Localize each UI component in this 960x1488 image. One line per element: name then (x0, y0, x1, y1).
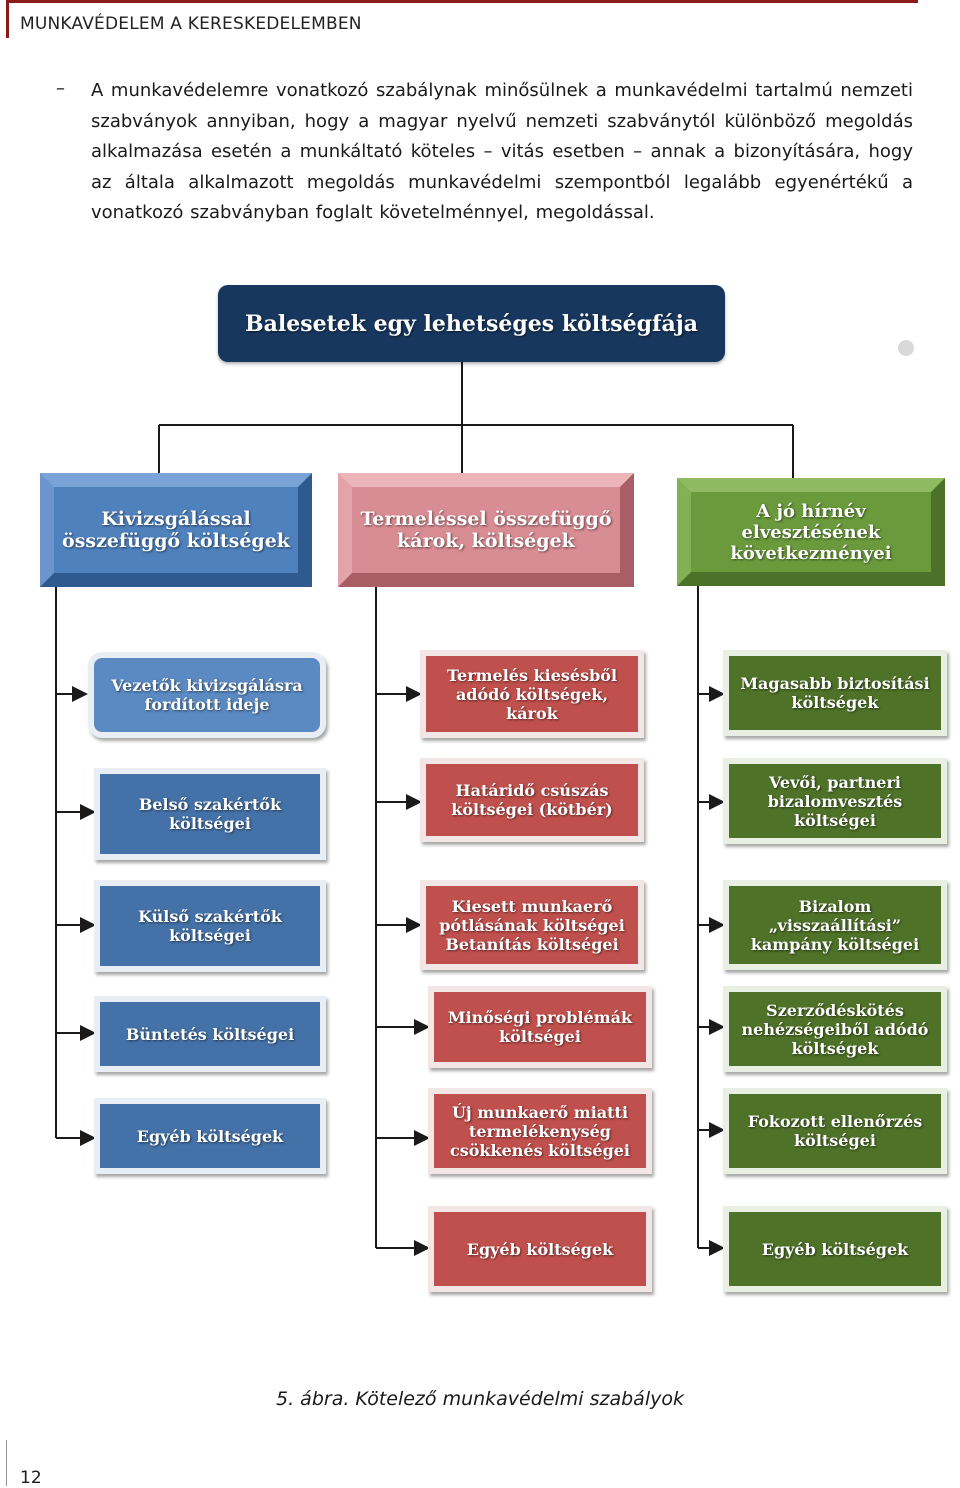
leaf-reputation-4: Szerződéskötés nehézségeiből adódó költs… (723, 986, 947, 1072)
decorative-dot (898, 340, 914, 356)
leaf-reputation-5: Fokozott ellenőrzés költségei (723, 1088, 947, 1174)
leaf-production-5: Új munkaerő miatti termelékenység csökke… (428, 1088, 652, 1174)
page-number: 12 (20, 1468, 42, 1488)
leaf-investigation-2: Belső szakértők költségei (94, 768, 326, 860)
leaf-investigation-1: Vezetők kivizsgálásra fordított ideje (88, 652, 326, 738)
running-header: MUNKAVÉDELEM A KERESKEDELEMBEN (20, 14, 362, 34)
leaf-production-1: Termelés kiesésből adódó költségek, káro… (420, 650, 644, 738)
leaf-reputation-6: Egyéb költségek (723, 1206, 947, 1292)
leaf-production-2: Határidő csúszás költségei (kötbér) (420, 758, 644, 842)
category-investigation: Kivizsgálással összefüggő költségek (40, 473, 312, 587)
page-number-rule (6, 1440, 7, 1486)
body-paragraph: A munkavédelemre vonatkozó szabálynak mi… (91, 80, 913, 223)
list-dash: – (56, 78, 65, 99)
leaf-reputation-1: Magasabb biztosítási költségek (723, 650, 947, 736)
leaf-investigation-4: Büntetés költségei (94, 996, 326, 1072)
leaf-investigation-5: Egyéb költségek (94, 1098, 326, 1174)
category-reputation: A jó hírnév elvesztésének következményei (677, 478, 945, 586)
header-bar (6, 0, 918, 38)
leaf-reputation-3: Bizalom „visszaállítási” kampány költség… (723, 880, 947, 970)
figure-caption: 5. ábra. Kötelező munkavédelmi szabályok (276, 1388, 684, 1410)
leaf-production-3: Kiesett munkaerő pótlásának költségei Be… (420, 880, 644, 970)
leaf-reputation-2: Vevői, partneri bizalomvesztés költségei (723, 758, 947, 844)
leaf-production-6: Egyéb költségek (428, 1206, 652, 1292)
diagram-root-title: Balesetek egy lehetséges költségfája (218, 285, 725, 362)
category-production: Termeléssel összefüggő károk, költségek (338, 473, 634, 587)
leaf-production-4: Minőségi problémák költségei (428, 986, 652, 1068)
leaf-investigation-3: Külső szakértők költségei (94, 880, 326, 972)
